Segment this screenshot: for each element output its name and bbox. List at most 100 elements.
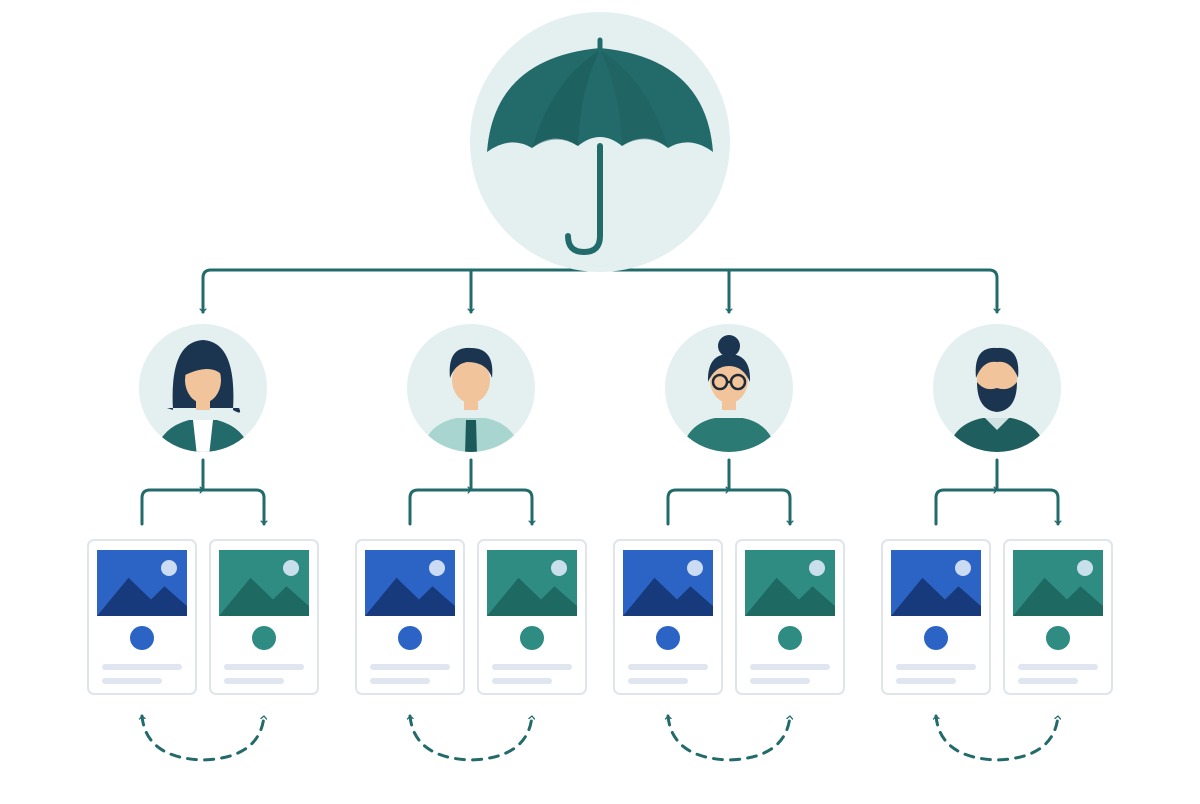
card-text-line: [224, 678, 284, 684]
card-text-line: [224, 664, 304, 670]
image-sun: [161, 560, 177, 576]
card-text-line: [492, 678, 552, 684]
sweater: [947, 418, 1047, 452]
content-card-teal: [735, 539, 845, 695]
image-mountain: [623, 577, 713, 616]
root-branch-line: [201, 268, 997, 314]
card-avatar-dot: [1046, 626, 1070, 650]
card-arrow-line: [140, 490, 205, 526]
image-placeholder-icon: [365, 550, 455, 616]
card-avatar-dot: [656, 626, 680, 650]
image-sun: [809, 560, 825, 576]
content-card-blue: [355, 539, 465, 695]
image-mountain: [891, 577, 981, 616]
image-sun: [429, 560, 445, 576]
cards-row: [87, 539, 1113, 695]
swap-arrows-row: [142, 714, 1058, 762]
face: [452, 357, 490, 403]
collar: [985, 418, 1009, 430]
umbrella-handle: [565, 143, 603, 256]
card-arrow-line: [469, 488, 532, 526]
card-avatar-dot: [778, 626, 802, 650]
image-placeholder-icon: [97, 550, 187, 616]
card-text-line: [1018, 678, 1078, 684]
umbrella-canopy-shade: [532, 50, 600, 148]
people-row: [139, 324, 1061, 452]
content-card-blue: [881, 539, 991, 695]
content-card-blue: [613, 539, 723, 695]
image-mountain: [97, 577, 187, 616]
image-placeholder-icon: [891, 550, 981, 616]
umbrella-canopy-shade: [600, 50, 668, 148]
image-mountain: [745, 577, 835, 616]
image-sun: [283, 560, 299, 576]
swap-dashed-line: [142, 714, 264, 762]
image-mountain: [365, 577, 455, 616]
image-sun: [551, 560, 567, 576]
hair: [707, 354, 751, 382]
card-arrow-line: [727, 488, 790, 526]
top: [681, 418, 777, 452]
image-mountain: [1013, 577, 1103, 616]
card-avatar-dot: [520, 626, 544, 650]
card-text-line: [370, 678, 430, 684]
avatar-figure: [421, 347, 521, 452]
shirt: [193, 420, 213, 452]
swap-dashed-line: [668, 714, 790, 762]
content-card-teal: [477, 539, 587, 695]
avatar-figure: [681, 335, 777, 452]
image-mountain: [219, 577, 309, 616]
bearded-man-avatar-icon: [933, 324, 1061, 452]
image-placeholder-icon: [219, 550, 309, 616]
woman-glasses-avatar-icon: [665, 324, 793, 452]
card-text-line: [628, 678, 688, 684]
image-sun: [955, 560, 971, 576]
umbrella-icon: [487, 37, 713, 256]
card-avatar-dot: [130, 626, 154, 650]
card-text-line: [896, 664, 976, 670]
hair-bun: [718, 335, 740, 357]
card-arrow-line: [995, 488, 1058, 526]
card-text-line: [750, 678, 810, 684]
image-sun: [1077, 560, 1093, 576]
beard: [977, 382, 1017, 412]
avatar-figure: [155, 340, 251, 452]
card-text-line: [370, 664, 450, 670]
image-placeholder-icon: [1013, 550, 1103, 616]
hair: [449, 347, 493, 378]
card-text-line: [1018, 664, 1098, 670]
face: [710, 357, 748, 403]
hair: [975, 347, 1019, 378]
content-card-blue: [87, 539, 197, 695]
card-avatar-dot: [924, 626, 948, 650]
tie: [465, 420, 477, 452]
card-text-line: [896, 678, 956, 684]
card-avatar-dot: [398, 626, 422, 650]
card-text-line: [628, 664, 708, 670]
card-arrow-line: [934, 490, 999, 526]
connector-lines: [140, 250, 1058, 526]
card-text-line: [102, 678, 162, 684]
swap-arrow: [142, 714, 264, 762]
swap-arrow: [410, 714, 532, 762]
image-sun: [687, 560, 703, 576]
card-avatar-dot: [252, 626, 276, 650]
avatar-figure: [947, 347, 1047, 452]
content-card-teal: [209, 539, 319, 695]
content-card-teal: [1003, 539, 1113, 695]
card-arrow-line: [201, 488, 264, 526]
bangs: [183, 355, 223, 376]
root-umbrella-node: [470, 12, 730, 272]
card-text-line: [492, 664, 572, 670]
swap-arrow: [936, 714, 1058, 762]
swap-dashed-line: [410, 714, 532, 762]
card-arrow-line: [408, 490, 473, 526]
card-text-line: [750, 664, 830, 670]
image-placeholder-icon: [745, 550, 835, 616]
image-placeholder-icon: [487, 550, 577, 616]
man-tie-avatar-icon: [407, 324, 535, 452]
image-mountain: [487, 577, 577, 616]
swap-arrow: [668, 714, 790, 762]
